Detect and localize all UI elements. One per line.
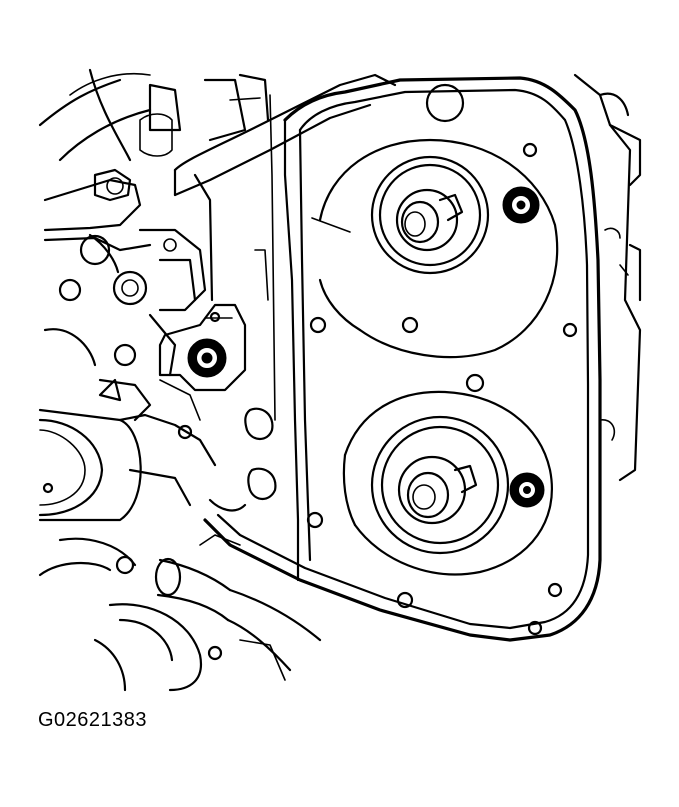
engine-block-background: [38, 68, 270, 422]
engine-timing-cover-illustration: [38, 68, 642, 692]
timing-cover: [203, 76, 602, 642]
upper-sprocket-bolt: [502, 186, 540, 224]
alternator-left: [38, 408, 217, 522]
lower-camshaft-sprocket: [342, 390, 553, 576]
lower-sprocket-bolt: [509, 472, 545, 508]
upper-camshaft-sprocket: [311, 138, 559, 359]
bracket-bolt: [187, 338, 227, 378]
lower-hoses: [38, 534, 322, 692]
cover-holes: [244, 83, 578, 636]
figure-caption: G02621383: [38, 709, 148, 731]
engine-right-edge: [573, 73, 642, 482]
mounting-bracket: [158, 73, 397, 392]
